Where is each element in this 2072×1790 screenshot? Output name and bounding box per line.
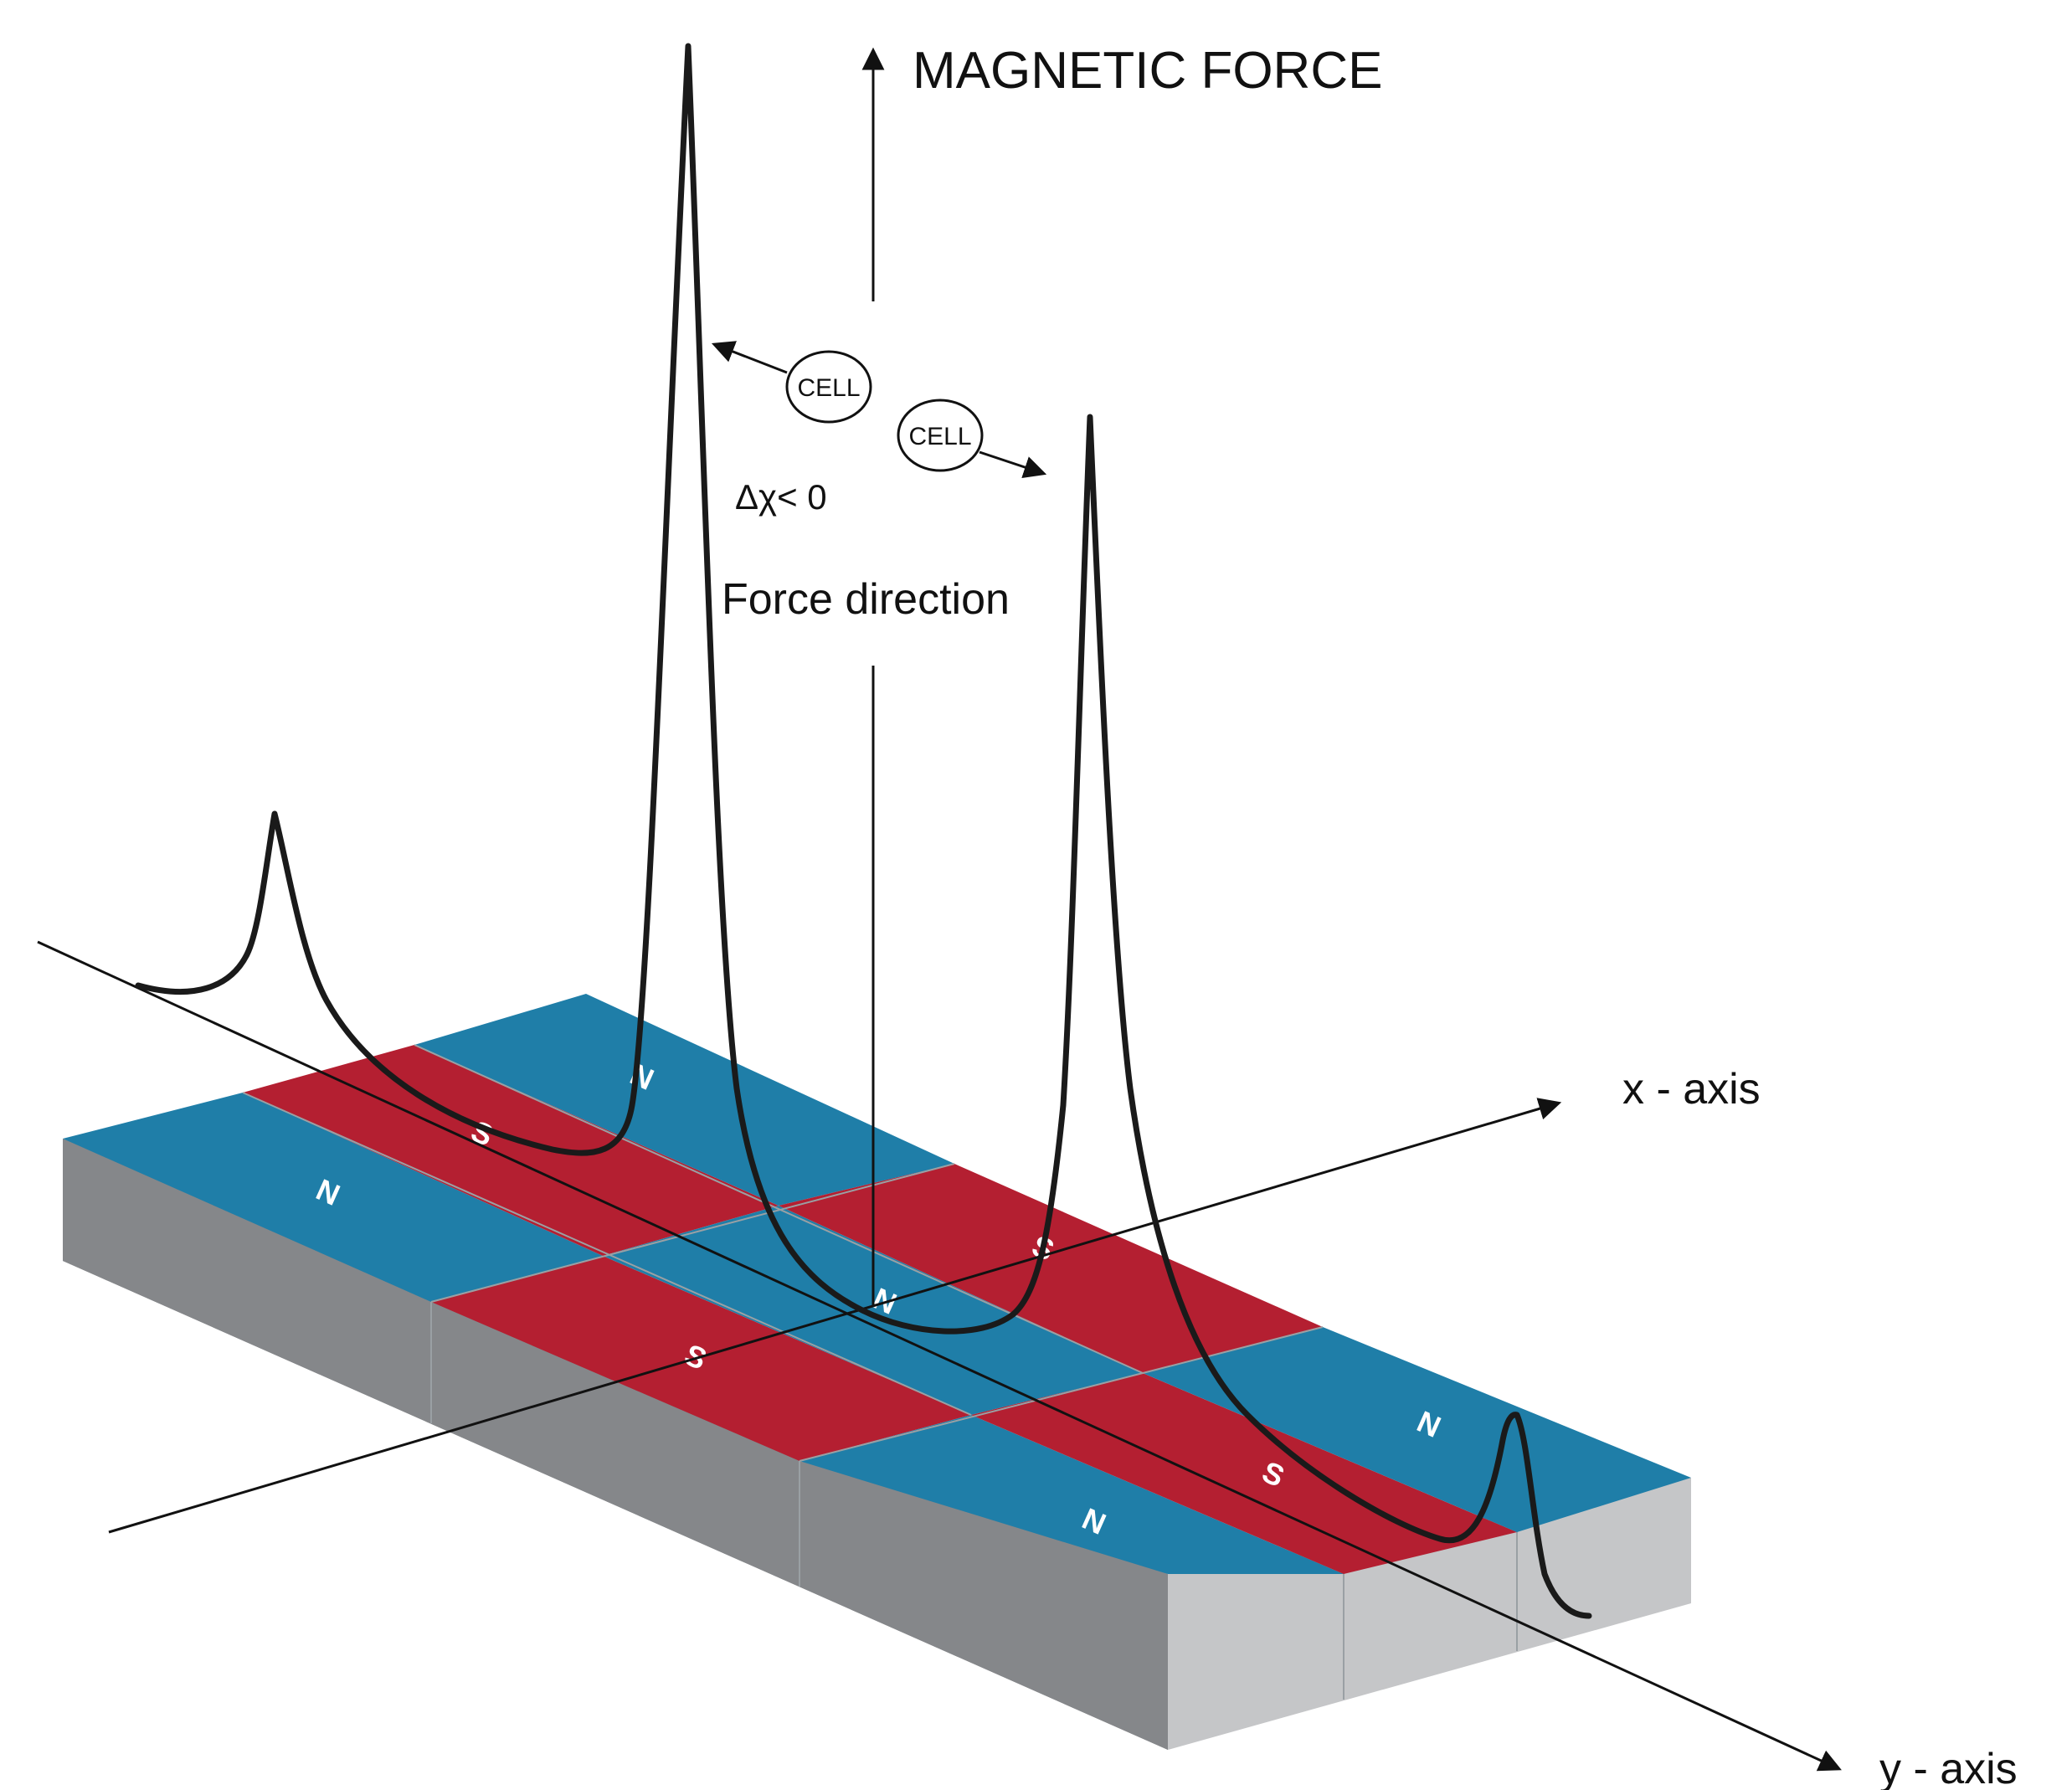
base-right-face bbox=[1168, 1478, 1691, 1750]
tile-north-r1c3 bbox=[414, 994, 954, 1206]
cell-left-label: CELL bbox=[797, 374, 860, 402]
x-axis-label: x - axis bbox=[1622, 1065, 1761, 1114]
magnetic-force-label: MAGNETIC FORCE bbox=[913, 42, 1382, 100]
cell-right-arrow bbox=[979, 450, 1047, 478]
tile-north-r2c2 bbox=[603, 1206, 1143, 1415]
y-axis-label: y - axis bbox=[1879, 1745, 2018, 1790]
cell-left: CELL bbox=[711, 341, 872, 424]
cell-right-body bbox=[897, 399, 984, 472]
seam-row-2 bbox=[799, 1326, 1324, 1462]
x-axis-line bbox=[108, 1098, 1562, 1534]
tile-south-r2c1 bbox=[431, 1256, 971, 1461]
seam-row-1 bbox=[430, 1163, 955, 1303]
cell-right: CELL bbox=[897, 399, 1047, 478]
cell-right-label: CELL bbox=[908, 423, 971, 450]
magnetic-force-curve bbox=[135, 43, 1592, 1619]
tile-north-r3c1 bbox=[799, 1415, 1344, 1574]
tile-north-r1c1 bbox=[63, 1093, 603, 1302]
base-front-lower bbox=[63, 1139, 1168, 1750]
cell-left-arrow bbox=[711, 341, 788, 374]
magnet-base bbox=[63, 1139, 1691, 1750]
seam-col-2 bbox=[414, 1044, 1144, 1374]
force-indicator: MAGNETIC FORCE Force direction Δχ< 0 bbox=[722, 42, 1382, 1306]
y-axis-line bbox=[37, 940, 1842, 1772]
tile-north-r3c3 bbox=[1143, 1327, 1691, 1532]
seam-col-1 bbox=[242, 1092, 972, 1416]
axes: x - axis y - axis bbox=[37, 940, 2018, 1790]
force-direction-label: Force direction bbox=[722, 575, 1010, 624]
delta-chi-label: Δχ< 0 bbox=[735, 477, 827, 517]
tile-south-r3c2 bbox=[971, 1373, 1517, 1574]
cell-left-body bbox=[785, 350, 872, 424]
